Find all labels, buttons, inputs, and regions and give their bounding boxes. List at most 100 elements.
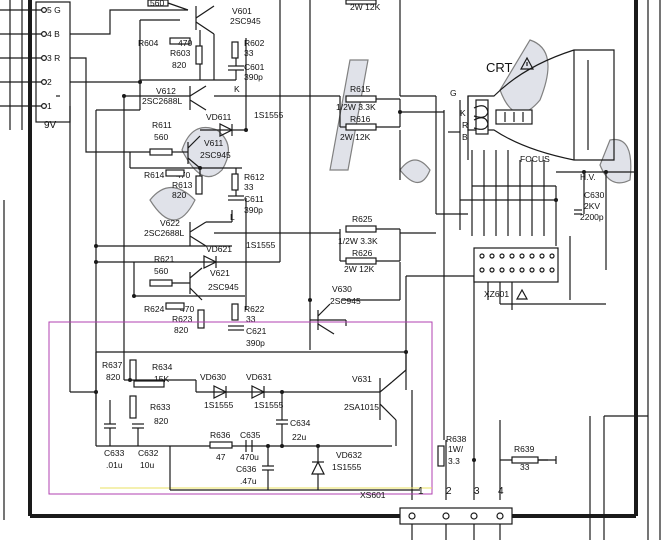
- r616-value: 2W 12K: [340, 132, 371, 142]
- vd621-ref: VD621: [206, 244, 232, 254]
- r603-value: 820: [172, 60, 186, 70]
- r604-value: 470: [178, 38, 192, 48]
- r626-value: 2W 12K: [344, 264, 375, 274]
- r638-r639: R638 1W/ 3.3 R639 33: [437, 434, 557, 472]
- r625-value: 1/2W 3.3K: [338, 236, 378, 246]
- r605-value: 560: [150, 0, 164, 8]
- r638-value: 3.3: [448, 456, 460, 466]
- c632-ref: C632: [138, 448, 159, 458]
- c630-value: 2200p: [580, 212, 604, 222]
- r626-ref: R626: [352, 248, 373, 258]
- v601-type: 2SC945: [230, 16, 261, 26]
- v612-ref: V612: [156, 86, 176, 96]
- xs601-pin-3: 3: [474, 486, 480, 497]
- r621-ref: R621: [154, 254, 175, 264]
- r613-ref: R613: [172, 180, 193, 190]
- crt-title: CRT: [486, 60, 513, 75]
- c634-value: 22u: [292, 432, 306, 442]
- crt-focus-label: FOCUS: [520, 154, 550, 164]
- c611-value: 390p: [244, 205, 263, 215]
- r611-value: 560: [154, 132, 168, 142]
- r638-ref: R638: [446, 434, 467, 444]
- crt-pin-r: R: [462, 120, 468, 130]
- crt-pin-k: K: [460, 108, 466, 118]
- r637-ref: R637: [102, 360, 123, 370]
- c636-value: .47u: [240, 476, 257, 486]
- v630: V630 2SC945: [317, 284, 361, 335]
- r636-ref: R636: [210, 430, 231, 440]
- r615-ref: R615: [350, 84, 371, 94]
- r616-ref: R616: [350, 114, 371, 124]
- left-connector: 5 G 4 B 3 R 2 1 9V: [0, 0, 71, 131]
- top-resistor-value: 2W 12K: [350, 2, 381, 12]
- r612-value: 33: [244, 182, 254, 192]
- r623-value: 820: [174, 325, 188, 335]
- xs601-pin-1: 1: [418, 486, 424, 497]
- vd632-type: 1S1555: [332, 462, 362, 472]
- c634-ref: C634: [290, 418, 311, 428]
- vd632-ref: VD632: [336, 450, 362, 460]
- xs601-pin-4: 4: [498, 486, 504, 497]
- r613-value: 820: [172, 190, 186, 200]
- selection-box: [48, 321, 433, 495]
- pin-1-label: 1: [47, 101, 52, 111]
- xz601-socket: XZ601: [473, 247, 559, 300]
- r625-ref: R625: [352, 214, 373, 224]
- blanking-circuit: R637 820 R634 15K R633 820 VD630 1S1555 …: [95, 351, 420, 491]
- r623-ref: R623: [172, 314, 193, 324]
- vd631-type: 1S1555: [254, 400, 284, 410]
- r602-value: 33: [244, 48, 254, 58]
- xs601-label: XS601: [360, 490, 386, 500]
- r634-value: 15K: [154, 374, 169, 384]
- vd611-ref: VD611: [206, 112, 232, 122]
- c611-ref: C611: [244, 194, 264, 204]
- c633-ref: C633: [104, 448, 125, 458]
- r614-ref: R614: [144, 170, 165, 180]
- c632-value: 10u: [140, 460, 154, 470]
- c633-value: .01u: [106, 460, 123, 470]
- r633-ref: R633: [150, 402, 171, 412]
- crt-pin-b: B: [462, 132, 468, 142]
- c635-ref: C635: [240, 430, 261, 440]
- v611-ref: V611: [204, 138, 223, 148]
- xs601-pin-2: 2: [446, 486, 452, 497]
- r604-ref: R604: [138, 38, 159, 48]
- junctions: [94, 80, 608, 462]
- v612-type: 2SC2688L: [142, 96, 182, 106]
- crt-hv-label: H.V.: [580, 172, 596, 182]
- r636-value: 47: [216, 452, 226, 462]
- c635-value: 470u: [240, 452, 259, 462]
- v621-type: 2SC945: [208, 282, 239, 292]
- stage-g: 560 V601 2SC945 R604 470 R603 820 R602 3…: [138, 0, 265, 94]
- pin-5-label: 5 G: [47, 5, 61, 15]
- r638-watt: 1W/: [448, 444, 464, 454]
- r624-ref: R624: [144, 304, 165, 314]
- crt-pin-g: G: [450, 88, 457, 98]
- r622-ref: R622: [244, 304, 265, 314]
- r639-ref: R639: [514, 444, 535, 454]
- k-label: K: [234, 84, 240, 94]
- xz601-label: XZ601: [484, 289, 509, 299]
- c630-ref: C630: [584, 190, 605, 200]
- v622-type: 2SC2688L: [144, 228, 184, 238]
- c601-value: 390p: [244, 72, 263, 82]
- vd630-type: 1S1555: [204, 400, 234, 410]
- r633-value: 820: [154, 416, 168, 426]
- c630-voltage: 2KV: [584, 201, 600, 211]
- c601-ref: C601: [244, 62, 265, 72]
- xs601-connector: XS601 1 2 3 4: [360, 486, 513, 540]
- c621-ref: C621: [246, 326, 267, 336]
- r612-ref: R612: [244, 172, 265, 182]
- r621-value: 560: [154, 266, 168, 276]
- pin-3-label: 3 R: [47, 53, 60, 63]
- r611-ref: R611: [152, 120, 172, 130]
- stage-b: V622 2SC2688L L VD621 1S1555 R621 560 V6…: [144, 210, 401, 348]
- v611-type: 2SC945: [200, 150, 231, 160]
- r639-value: 33: [520, 462, 530, 472]
- r622-value: 33: [246, 314, 256, 324]
- v630-type: 2SC945: [330, 296, 361, 306]
- pin-4-label: 4 B: [47, 29, 60, 39]
- v621-ref: V621: [210, 268, 230, 278]
- v601-ref: V601: [232, 6, 252, 16]
